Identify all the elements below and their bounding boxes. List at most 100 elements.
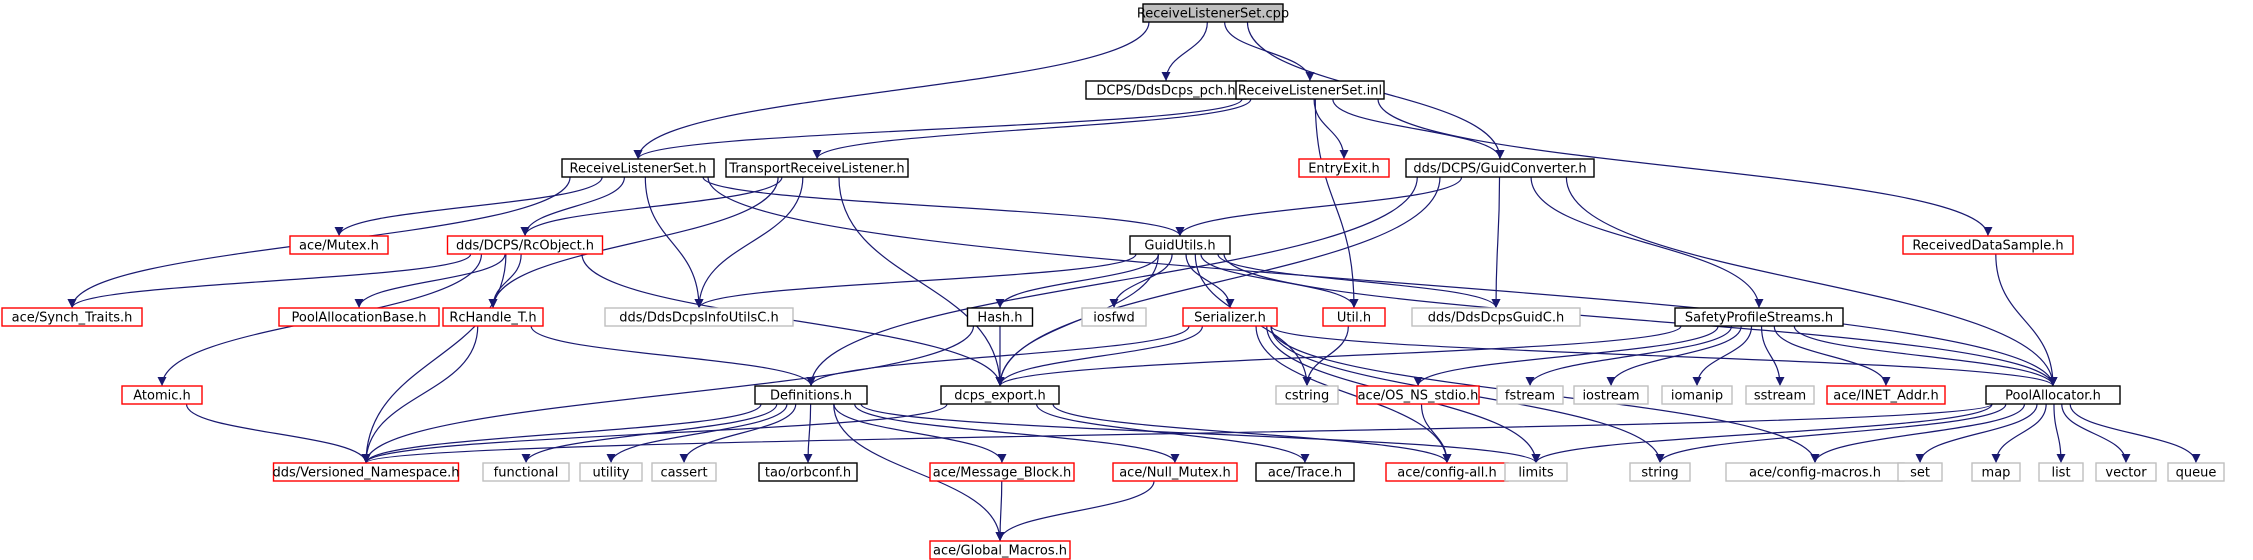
node-entry[interactable]: EntryExit.h xyxy=(1298,158,1390,178)
node-guidutils[interactable]: GuidUtils.h xyxy=(1129,235,1231,255)
edge-inl-to-rlsh xyxy=(633,98,1243,160)
node-label: RcHandle_T.h xyxy=(449,311,536,326)
edge-rcobj-to-rchandle xyxy=(488,253,522,309)
node-label: sstream xyxy=(1754,389,1806,404)
edge-rcobj-to-poolbase xyxy=(354,253,506,309)
edge-rlsh-to-infoutils xyxy=(644,176,704,309)
node-inl[interactable]: ReceiveListenerSet.inl xyxy=(1235,80,1385,100)
node-box xyxy=(1081,307,1147,327)
node-defs[interactable]: Definitions.h xyxy=(754,385,868,405)
edge-rlsh-to-pool xyxy=(707,176,2058,387)
node-box xyxy=(1298,158,1390,178)
edge-inl-to-trl xyxy=(812,98,1252,160)
node-string: string xyxy=(1629,462,1691,482)
node-trace[interactable]: ace/Trace.h xyxy=(1255,462,1355,482)
edge-inl-to-rds xyxy=(1377,98,1993,237)
node-label: functional xyxy=(494,466,559,481)
node-label: dcps_export.h xyxy=(954,389,1045,404)
node-poolbase[interactable]: PoolAllocationBase.h xyxy=(278,307,440,327)
node-iostream: iostream xyxy=(1573,385,1649,405)
edge-pool-to-configmacros xyxy=(1810,403,2026,464)
edge-guidconv-to-guidutils xyxy=(1175,176,1463,237)
node-box xyxy=(604,307,794,327)
edge-trl-to-rchandle xyxy=(488,176,779,309)
node-list: list xyxy=(2038,462,2084,482)
node-label: iosfwd xyxy=(1093,311,1135,326)
node-pool[interactable]: PoolAllocator.h xyxy=(1985,385,2121,405)
node-atomic[interactable]: Atomic.h xyxy=(121,385,203,405)
node-dcpsexport[interactable]: dcps_export.h xyxy=(940,385,1060,405)
node-globalmacros[interactable]: ace/Global_Macros.h xyxy=(929,540,1071,560)
node-box xyxy=(1629,462,1691,482)
node-pch[interactable]: DCPS/DdsDcps_pch.h xyxy=(1085,80,1247,100)
node-label: cstring xyxy=(1285,389,1329,404)
node-rlsh[interactable]: ReceiveListenerSet.h xyxy=(561,158,715,178)
node-trl[interactable]: TransportReceiveListener.h xyxy=(725,158,909,178)
node-box xyxy=(1322,307,1386,327)
node-box xyxy=(1182,307,1278,327)
edge-guidconv-to-guidc xyxy=(1491,176,1501,309)
node-label: iostream xyxy=(1582,389,1639,404)
node-box xyxy=(1129,235,1231,255)
node-box xyxy=(725,158,909,178)
node-box xyxy=(1902,235,2074,255)
node-inet[interactable]: ace/INET_Addr.h xyxy=(1826,385,1946,405)
node-box xyxy=(1405,158,1595,178)
node-rchandle[interactable]: RcHandle_T.h xyxy=(442,307,544,327)
edge-rchandle-to-versioned xyxy=(361,325,479,464)
node-guidconv[interactable]: dds/DCPS/GuidConverter.h xyxy=(1405,158,1595,178)
node-box xyxy=(966,307,1034,327)
node-label: dds/DCPS/GuidConverter.h xyxy=(1413,162,1586,177)
edge-hash-to-versioned xyxy=(361,325,975,464)
node-label: tao/orbconf.h xyxy=(765,466,851,481)
node-hash[interactable]: Hash.h xyxy=(966,307,1034,327)
node-orbconf[interactable]: tao/orbconf.h xyxy=(758,462,858,482)
node-label: ace/Global_Macros.h xyxy=(933,544,1067,559)
node-box xyxy=(1897,462,1943,482)
edge-defs-to-nullmutex xyxy=(854,403,1180,464)
node-serializer[interactable]: Serializer.h xyxy=(1182,307,1278,327)
node-box xyxy=(446,235,604,255)
node-set: set xyxy=(1897,462,1943,482)
node-label: dds/DdsDcpsInfoUtilsC.h xyxy=(619,311,779,326)
dependency-nodes: ReceiveListenerSet.cppDCPS/DdsDcps_pch.h… xyxy=(1,3,2225,560)
node-rcobj[interactable]: dds/DCPS/RcObject.h xyxy=(446,235,604,255)
node-box xyxy=(929,462,1075,482)
node-box xyxy=(1275,385,1339,405)
node-util[interactable]: Util.h xyxy=(1322,307,1386,327)
edge-pool-to-queue xyxy=(2069,403,2201,464)
edge-pool-to-map xyxy=(1991,403,2047,464)
node-label: PoolAllocator.h xyxy=(2005,389,2101,404)
node-versioned[interactable]: dds/Versioned_Namespace.h xyxy=(272,462,460,482)
node-box xyxy=(1,307,143,327)
node-label: ace/config-macros.h xyxy=(1749,466,1881,481)
edge-sps-to-fstream xyxy=(1525,325,1733,387)
node-rds[interactable]: ReceivedDataSample.h xyxy=(1902,235,2074,255)
node-box xyxy=(272,462,460,482)
node-osns[interactable]: ace/OS_NS_stdio.h xyxy=(1356,385,1480,405)
edge-rlsh-to-guidutils xyxy=(702,176,1185,237)
node-label: iomanip xyxy=(1671,389,1723,404)
node-box xyxy=(651,462,717,482)
node-box xyxy=(278,307,440,327)
edge-sps-to-iomanip xyxy=(1692,325,1753,387)
edge-inl-to-guidconv xyxy=(1332,98,1505,160)
node-label: ace/Trace.h xyxy=(1268,466,1342,481)
edge-trl-to-dcpsexport xyxy=(838,176,1005,387)
node-sps[interactable]: SafetyProfileStreams.h xyxy=(1674,307,1844,327)
node-label: cassert xyxy=(660,466,707,481)
node-configall[interactable]: ace/config-all.h xyxy=(1385,462,1509,482)
node-label: fstream xyxy=(1505,389,1555,404)
node-root[interactable]: ReceiveListenerSet.cpp xyxy=(1137,3,1289,23)
edge-nullmutex-to-globalmacros xyxy=(995,480,1155,542)
node-nullmutex[interactable]: ace/Null_Mutex.h xyxy=(1112,462,1238,482)
edge-sps-to-inet xyxy=(1773,325,1891,387)
edge-sps-to-iostream xyxy=(1606,325,1742,387)
edge-trl-to-rcobj xyxy=(520,176,783,237)
node-mutex[interactable]: ace/Mutex.h xyxy=(289,235,389,255)
node-label: dds/DdsDcpsGuidC.h xyxy=(1428,311,1565,326)
node-synch[interactable]: ace/Synch_Traits.h xyxy=(1,307,143,327)
node-label: map xyxy=(1982,466,2011,481)
node-box xyxy=(1112,462,1238,482)
node-msgblock[interactable]: ace/Message_Block.h xyxy=(929,462,1075,482)
